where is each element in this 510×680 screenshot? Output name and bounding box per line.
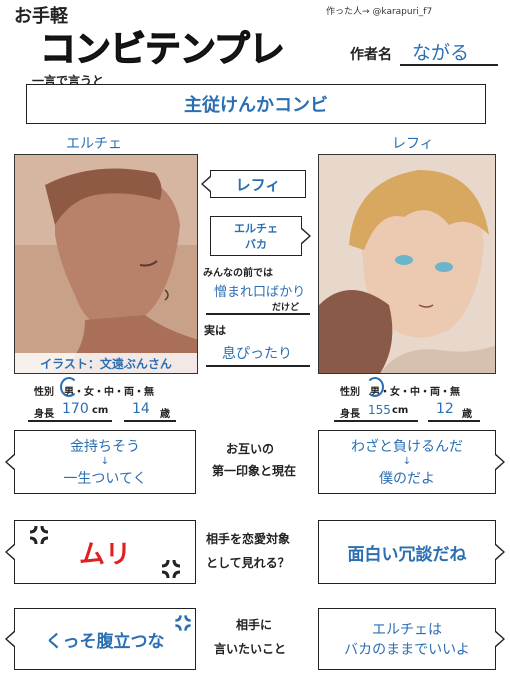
q2-label-line1: 相手を恋愛対象 [206,532,291,546]
title-small: お手軽 [14,6,68,27]
oneword-value: 主従けんかコンビ [184,95,328,116]
anger-mark-icon [29,525,49,545]
credit-text: 作った人→ @karapuri_f7 [326,7,433,17]
left-arrow-bubble-text: レフィ [235,175,281,194]
right-age-unit: 歳 [462,409,472,420]
q1-label-line1: お互いの [226,442,275,456]
q3-left-value: くっそ腹立つな [45,631,165,652]
left-height-unit: cm [92,405,109,416]
q3-right-line2: バカのままでいいよ [344,642,470,658]
q1-right-arrow-icon: ↓ [402,456,412,467]
q3-right-pointer-icon [495,630,505,648]
actually-value: 息ぴったり [222,346,292,362]
right-height-label: 身長 [340,409,360,420]
q1-left-arrow-icon: ↓ [100,456,110,467]
right-character-name: レフィ [392,136,434,152]
q2-right-pointer-icon [495,543,505,561]
right-age-value: 12 [436,401,454,417]
public-underline [206,313,310,315]
right-arrow-pointer-icon [301,227,311,245]
right-portrait-illustration [319,155,495,373]
q1-right-bubble: わざと負けるんだ ↓ 僕のだよ [318,430,496,494]
left-height-label: 身長 [34,409,54,420]
q3-label-line1: 相手に [236,618,273,632]
q2-right-bubble: 面白い冗談だね [318,520,496,584]
right-arrow-bubble-line2: バカ [245,238,267,251]
page-title: コンビテンプレ [39,28,285,70]
right-height-unit: cm [392,405,409,416]
left-height-underline [28,420,112,422]
author-underline [400,64,498,66]
q3-right-bubble: エルチェは バカのままでいいよ [318,608,496,670]
left-gender-circle-icon [60,377,78,397]
q3-right-line1: エルチェは [372,622,442,638]
author-label: 作者名 [350,47,392,63]
q1-label-line2: 第一印象と現在 [212,464,297,478]
left-character-name: エルチェ [66,136,122,152]
right-gender-label: 性別 [340,387,360,398]
left-arrow-bubble: レフィ [210,170,306,198]
left-age-unit: 歳 [160,409,170,420]
left-height-value: 170 [62,401,89,417]
left-age-value: 14 [132,401,150,417]
public-label-suffix: だけど [272,303,300,313]
q1-left-bubble: 金持ちそう ↓ 一生ついてく [14,430,196,494]
left-portrait-illustration [15,155,197,373]
public-value: 憎まれ口ばかり [214,285,306,300]
q3-left-bubble: くっそ腹立つな [14,608,196,670]
left-gender-label: 性別 [34,387,54,398]
right-arrow-bubble: エルチェ バカ [210,216,302,256]
q1-left-line1: 金持ちそう [70,439,140,455]
q1-left-line2: 一生ついてく [63,471,147,487]
anger-mark-icon-3 [175,615,191,631]
illustration-credit: イラスト：文遠ぶんさん [40,356,172,371]
oneword-box: 主従けんかコンビ [26,84,486,124]
anger-mark-icon-2 [161,559,181,579]
public-label: みんなの前では [203,268,273,279]
left-age-underline [124,420,176,422]
q2-left-value: ムリ [78,539,131,570]
q2-left-pointer-icon [5,543,15,561]
actually-underline [206,365,310,367]
q1-right-pointer-icon [495,453,505,471]
q1-right-line1: わざと負けるんだ [351,439,463,455]
q3-left-pointer-icon [5,630,15,648]
right-height-value: 155 [368,403,391,417]
q1-left-pointer-icon [5,453,15,471]
right-gender-circle-icon [366,377,384,397]
left-arrow-pointer-icon [201,175,211,193]
q2-right-value: 面白い冗談だね [347,544,467,565]
right-height-underline [334,420,418,422]
right-gender-options: 男・女・中・両・無 [370,387,460,398]
q2-label-line2: として見れる？ [206,556,290,570]
left-gender-options: 男・女・中・両・無 [64,387,154,398]
right-portrait [318,154,496,374]
q3-label-line2: 言いたいこと [214,642,287,656]
right-arrow-bubble-line1: エルチェ [234,222,278,235]
author-name: ながる [412,42,470,64]
q1-right-line2: 僕のだよ [379,471,435,487]
right-age-underline [428,420,480,422]
actually-label: 実は [204,324,226,337]
illustration-credit-banner: イラスト：文遠ぶんさん [15,353,197,373]
left-portrait: イラスト：文遠ぶんさん [14,154,198,374]
